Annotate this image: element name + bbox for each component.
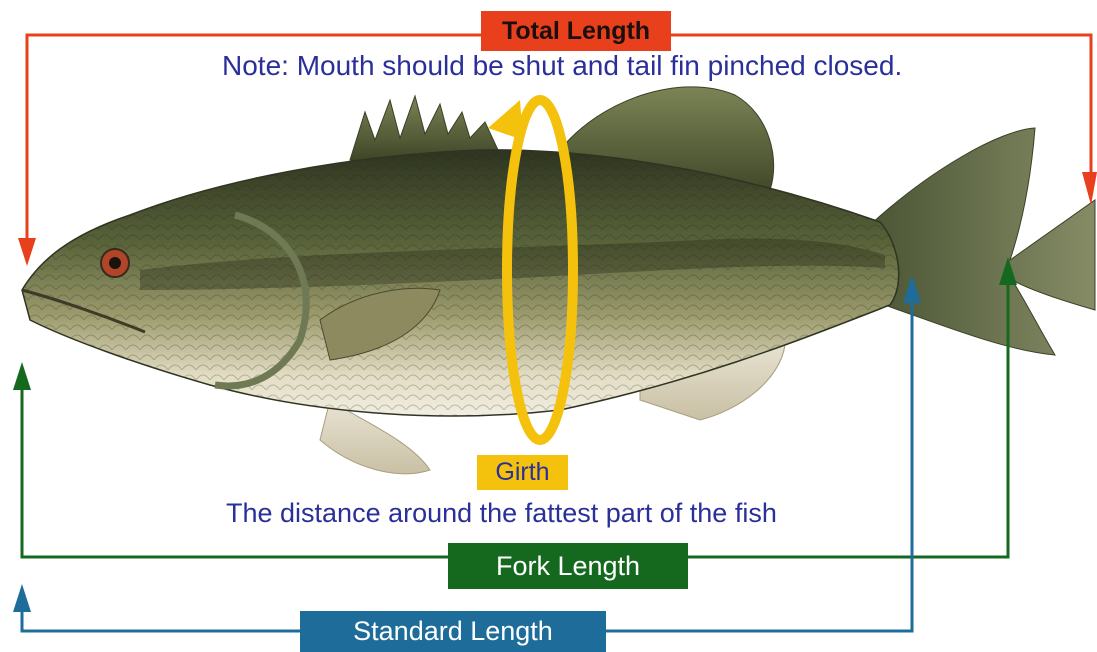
fork-length-left-arrowhead: [13, 362, 31, 390]
girth-label: Girth: [477, 455, 568, 490]
measurement-note: Note: Mouth should be shut and tail fin …: [222, 50, 902, 82]
standard-length-left-arrowhead: [13, 584, 31, 612]
total-length-left-arrowhead: [18, 238, 36, 266]
girth-text: Girth: [495, 458, 549, 487]
fork-length-label: Fork Length: [448, 543, 688, 589]
girth-arrowhead: [488, 100, 523, 140]
tail-fin: [870, 128, 1095, 355]
standard-length-label: Standard Length: [300, 611, 606, 652]
total-length-text: Total Length: [502, 17, 650, 46]
fork-length-text: Fork Length: [496, 551, 640, 582]
total-length-label: Total Length: [481, 11, 671, 51]
girth-description: The distance around the fattest part of …: [226, 498, 777, 529]
standard-length-text: Standard Length: [353, 616, 553, 647]
